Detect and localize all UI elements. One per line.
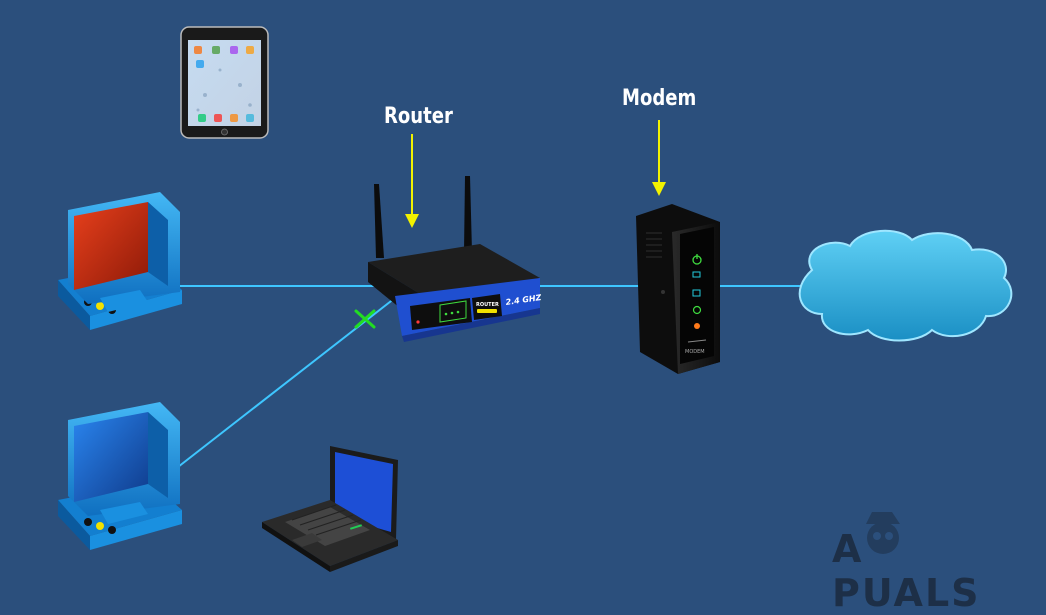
modem-brand-text: MODEM [685,349,705,355]
modem-arrow [652,120,666,196]
watermark-mascot-icon [866,512,900,554]
modem-label: Modem [622,86,697,111]
watermark: APUALS [832,527,1046,615]
desktop-computer-icon [58,402,182,550]
cable-desktop-bottom-to-router [177,297,396,468]
desktop-computer-icon [58,192,182,330]
internet-cloud-icon [798,229,1013,342]
laptop-icon [262,446,398,572]
modem-icon: MODEM [636,204,720,374]
router-label: Router [384,104,453,129]
power-icon [692,254,702,265]
router-arrow [405,134,419,228]
router-icon: ROUTER 2.4 GHZ [368,176,542,342]
router-badge-text: ROUTER [476,302,499,308]
tablet-icon [180,26,269,139]
watermark-right: PUALS [832,571,981,615]
watermark-left: A [832,527,864,571]
network-diagram: ROUTER 2.4 GHZ MODEM [58,26,1013,572]
disconnected-x-icon [354,309,376,329]
